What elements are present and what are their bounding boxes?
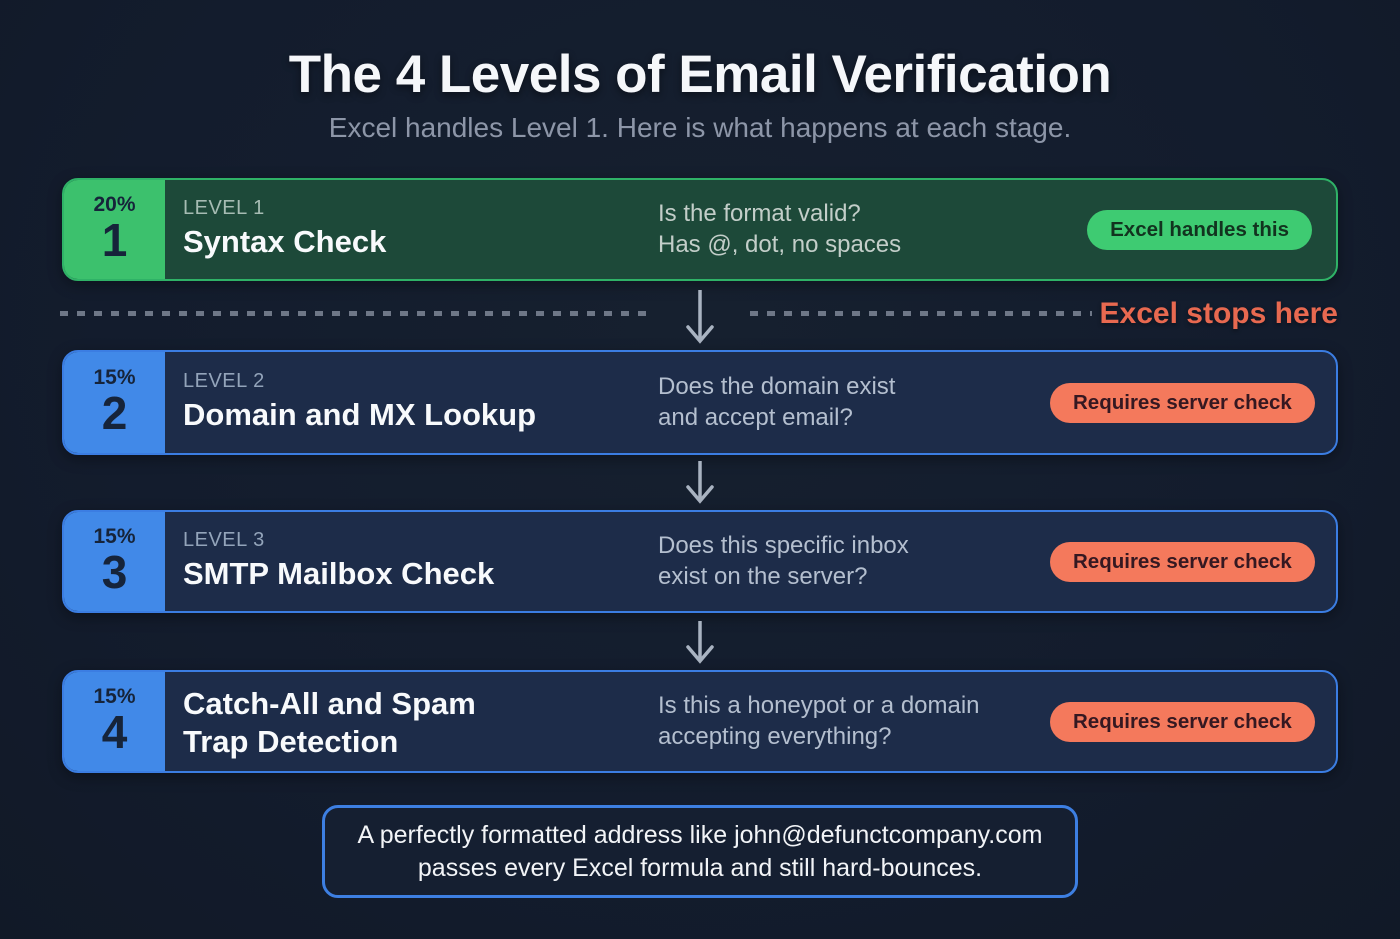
level-4-title-line1: Catch-All and Spam [183, 685, 476, 721]
footer-note: A perfectly formatted address like john@… [322, 805, 1078, 898]
footer-note-line2: passes every Excel formula and still har… [417, 853, 983, 882]
level-4-percent: 15% [93, 685, 136, 709]
down-arrow-icon [686, 621, 714, 664]
level-4-question-line2: accepting everything? [658, 722, 892, 750]
page-title: The 4 Levels of Email Verification [288, 45, 1112, 104]
level-3-eyebrow: LEVEL 3 [183, 529, 265, 552]
level-1-title-block: LEVEL 1 Syntax Check [165, 197, 658, 261]
level-4-status-pill: Requires server check [1050, 701, 1315, 742]
level-3-status-pill: Requires server check [1050, 541, 1315, 582]
level-2-title: Domain and MX Lookup [183, 396, 658, 434]
down-arrow-icon [686, 461, 714, 504]
level-1-body: LEVEL 1 Syntax Check Is the format valid… [165, 180, 1336, 279]
level-3-title-line1: SMTP Mailbox Check [183, 556, 495, 592]
level-2-eyebrow: LEVEL 2 [183, 370, 265, 393]
level-1-question-line2: Has @, dot, no spaces [658, 230, 902, 258]
level-4-card: 15% 4 Catch-All and Spam Trap Detection … [62, 670, 1338, 773]
level-4-number: 4 [101, 706, 128, 759]
page-subtitle: Excel handles Level 1. Here is what happ… [328, 112, 1072, 143]
level-2-question: Does the domain exist and accept email? [658, 372, 1050, 434]
level-1-question: Is the format valid? Has @, dot, no spac… [658, 199, 1050, 261]
level-3-question-line2: exist on the server? [658, 562, 868, 590]
level-2-badge: 15% 2 [64, 352, 165, 453]
level-1-number: 1 [101, 214, 128, 267]
level-4-question-line1: Is this a honeypot or a domain [658, 691, 980, 719]
level-4-badge: 15% 4 [64, 672, 165, 771]
level-2-title-block: LEVEL 2 Domain and MX Lookup [165, 370, 658, 434]
divider-dash-left [60, 311, 650, 316]
level-4-title: Catch-All and Spam Trap Detection [183, 685, 658, 761]
level-4-question: Is this a honeypot or a domain accepting… [658, 691, 1050, 753]
level-2-card: 15% 2 LEVEL 2 Domain and MX Lookup Does … [62, 350, 1338, 455]
level-2-question-line1: Does the domain exist [658, 372, 896, 400]
level-3-question: Does this specific inbox exist on the se… [658, 531, 1050, 593]
level-2-status-pill: Requires server check [1050, 382, 1315, 423]
level-3-badge: 15% 3 [64, 512, 165, 611]
level-2-question-line2: and accept email? [658, 403, 853, 431]
level-3-question-line1: Does this specific inbox [658, 531, 909, 559]
level-1-eyebrow: LEVEL 1 [183, 197, 265, 220]
level-4-title-line2: Trap Detection [183, 724, 399, 759]
level-2-number: 2 [101, 387, 128, 440]
level-3-title-block: LEVEL 3 SMTP Mailbox Check [165, 529, 658, 593]
footer-note-line1: A perfectly formatted address like john@… [357, 820, 1043, 849]
level-1-card: 20% 1 LEVEL 1 Syntax Check Is the format… [62, 178, 1338, 281]
level-3-number: 3 [101, 546, 128, 599]
excel-stops-here-label: Excel stops here [1099, 297, 1338, 330]
level-1-title: Syntax Check [183, 223, 658, 261]
level-1-percent: 20% [93, 193, 136, 217]
level-1-title-line1: Syntax Check [183, 224, 387, 260]
level-3-body: LEVEL 3 SMTP Mailbox Check Does this spe… [165, 512, 1336, 611]
level-3-card: 15% 3 LEVEL 3 SMTP Mailbox Check Does th… [62, 510, 1338, 613]
level-3-title: SMTP Mailbox Check [183, 555, 658, 593]
level-4-body: Catch-All and Spam Trap Detection Is thi… [165, 672, 1336, 771]
level-2-body: LEVEL 2 Domain and MX Lookup Does the do… [165, 352, 1336, 453]
level-2-title-line1: Domain and MX Lookup [183, 397, 537, 433]
level-1-status-pill: Excel handles this [1087, 209, 1312, 250]
level-4-title-block: Catch-All and Spam Trap Detection [165, 682, 658, 761]
level-1-badge: 20% 1 [64, 180, 165, 279]
level-1-question-line1: Is the format valid? [658, 199, 861, 227]
level-2-percent: 15% [93, 366, 136, 390]
level-3-percent: 15% [93, 525, 136, 549]
down-arrow-icon [686, 290, 714, 344]
divider-dash-right [750, 311, 1092, 316]
